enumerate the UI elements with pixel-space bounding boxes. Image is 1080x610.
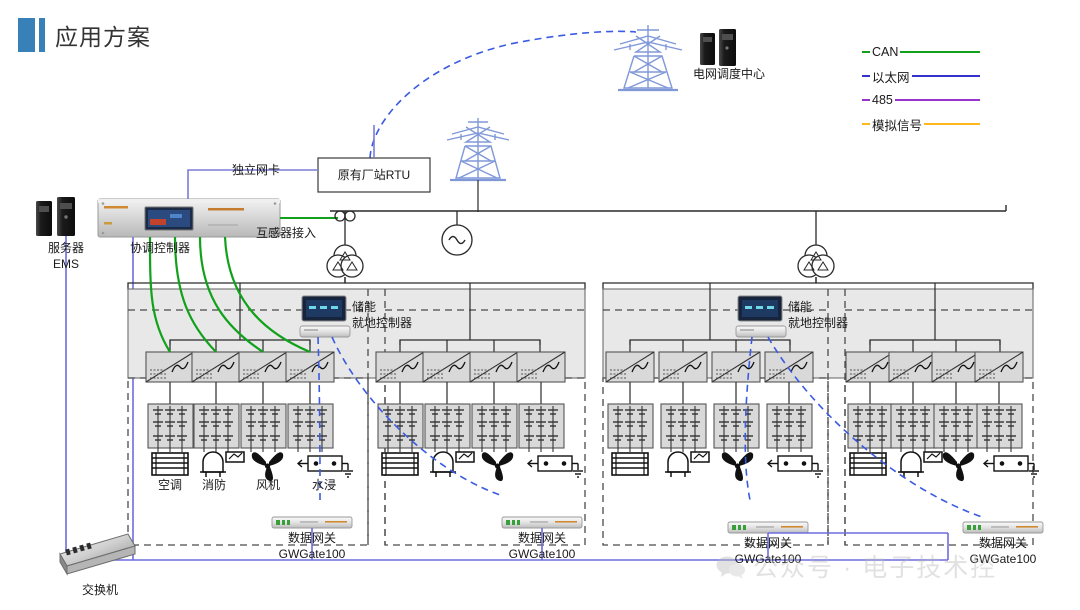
gateway-3-line1: 数据网关: [743, 536, 792, 550]
icon-fan-s2: [481, 452, 514, 482]
ems-servers: [36, 197, 75, 236]
legend-item-analog: 模拟信号: [862, 112, 1062, 136]
icon-fire-protection-s2: [430, 451, 475, 477]
local-controller-label-left: 储能 就地控制器: [352, 299, 436, 331]
rtu-label: 原有厂站RTU: [337, 168, 411, 182]
gateway-1-line2: GWGate100: [278, 547, 346, 561]
icon-water-immersion-s3: [766, 455, 823, 478]
transmission-tower-top: [613, 25, 683, 92]
gateway-3-line2: GWGate100: [734, 552, 802, 566]
gateway-1-line1: 数据网关: [287, 531, 336, 545]
current-transformer-symbol: [334, 210, 356, 246]
server-label-line2: EMS: [52, 257, 79, 271]
legend-line-can: [862, 51, 980, 53]
gateway-4-line1: 数据网关: [978, 536, 1027, 550]
gateway-2-line2: GWGate100: [508, 547, 576, 561]
rtu-to-dispatch-link: [369, 30, 637, 159]
watermark: 公众号 · 电子技术控: [716, 548, 997, 584]
local-controller-label-right: 储能 就地控制器: [788, 299, 872, 331]
gateway-4-line2: GWGate100: [969, 552, 1037, 566]
gateway-label-3: 数据网关 GWGate100: [728, 535, 808, 567]
page-title: 应用方案: [18, 18, 151, 52]
icon-fire-protection-s3: [665, 451, 710, 477]
legend: CAN 以太网 485 模拟信号: [862, 40, 1062, 136]
wechat-bubble-icon: [716, 555, 745, 579]
pcs-feeders: [169, 283, 1001, 352]
network-switch-device: [59, 533, 136, 576]
transformer-left: [127, 244, 586, 290]
rs485-links: [317, 336, 986, 519]
icon-air-conditioner-s2: [381, 452, 419, 476]
legend-item-ethernet: 以太网: [862, 64, 1062, 88]
icon-air-conditioner-s3: [611, 452, 649, 476]
local-controller-right: [735, 295, 787, 338]
local-controller-left-line2: 就地控制器: [352, 316, 413, 330]
dispatch-center-servers: [700, 29, 736, 66]
icon-fan-s1: [251, 452, 284, 482]
local-controller-right-line2: 就地控制器: [788, 316, 849, 330]
pcs-inverters: [145, 351, 1024, 383]
coordinator-to-rtu-ethernet: [187, 169, 318, 199]
legend-line-ethernet: [862, 75, 980, 77]
can-bus-links: [148, 236, 311, 354]
icon-water-immersion-s4: [982, 455, 1039, 478]
independent-nic-label: 独立网卡: [231, 163, 280, 177]
battery-racks: [147, 403, 1023, 453]
device-label-fire-protection: 消防: [201, 478, 226, 492]
switch-label: 交换机: [81, 583, 118, 597]
device-label-air-conditioner: 空调: [157, 478, 182, 492]
legend-label-ethernet: 以太网: [870, 66, 912, 86]
ct-access-label: 互感器接入: [255, 226, 316, 240]
icon-water-immersion-s1: [296, 455, 353, 478]
data-gateway-2: [501, 516, 583, 529]
legend-line-485: [862, 99, 980, 101]
gateway-label-4: 数据网关 GWGate100: [963, 535, 1043, 567]
server-label: 服务器 EMS: [34, 240, 98, 272]
legend-item-can: CAN: [862, 40, 1062, 64]
data-gateway-4: [962, 521, 1044, 534]
generator-symbol: [441, 211, 473, 256]
icon-water-immersion-s2: [526, 455, 583, 478]
coordination-controller-label: 协调控制器: [129, 241, 190, 255]
device-label-water-immersion: 水浸: [311, 478, 336, 492]
dispatch-center-label: 电网调度中心: [692, 67, 765, 81]
title-accent-marks: [18, 18, 45, 52]
title-accent-bar-large: [18, 18, 35, 52]
watermark-text: 公众号 · 电子技术控: [753, 554, 998, 582]
transmission-tower-middle: [446, 118, 510, 182]
local-controller-left: [299, 295, 351, 338]
icon-fire-protection-s1: [200, 451, 245, 477]
legend-label-485: 485: [870, 93, 895, 107]
title-accent-bar-small: [39, 18, 45, 52]
icon-air-conditioner-s4: [849, 452, 887, 476]
data-gateway-1: [271, 516, 353, 529]
transformer-right: [602, 244, 1034, 290]
legend-label-analog: 模拟信号: [870, 114, 925, 134]
pcs-battery-links: [169, 382, 1000, 404]
gateway-label-1: 数据网关 GWGate100: [272, 530, 352, 562]
local-controller-left-line1: 储能: [352, 300, 377, 314]
icon-fire-protection-s4: [898, 451, 943, 477]
icon-fan-s4: [942, 452, 975, 482]
device-label-fan: 风机: [255, 478, 280, 492]
station-box-4: [844, 377, 1034, 546]
icon-air-conditioner-s1: [151, 452, 189, 476]
gateway-label-2: 数据网关 GWGate100: [502, 530, 582, 562]
page-title-text: 应用方案: [55, 24, 151, 50]
local-controller-right-line1: 储能: [788, 300, 813, 314]
icon-fan-s3: [721, 452, 754, 482]
legend-item-485: 485: [862, 88, 1062, 112]
server-label-line1: 服务器: [47, 241, 84, 255]
legend-label-can: CAN: [870, 45, 901, 59]
gateway-2-line1: 数据网关: [517, 531, 566, 545]
data-gateway-3: [727, 521, 809, 534]
ethernet-backbone: [66, 528, 949, 561]
